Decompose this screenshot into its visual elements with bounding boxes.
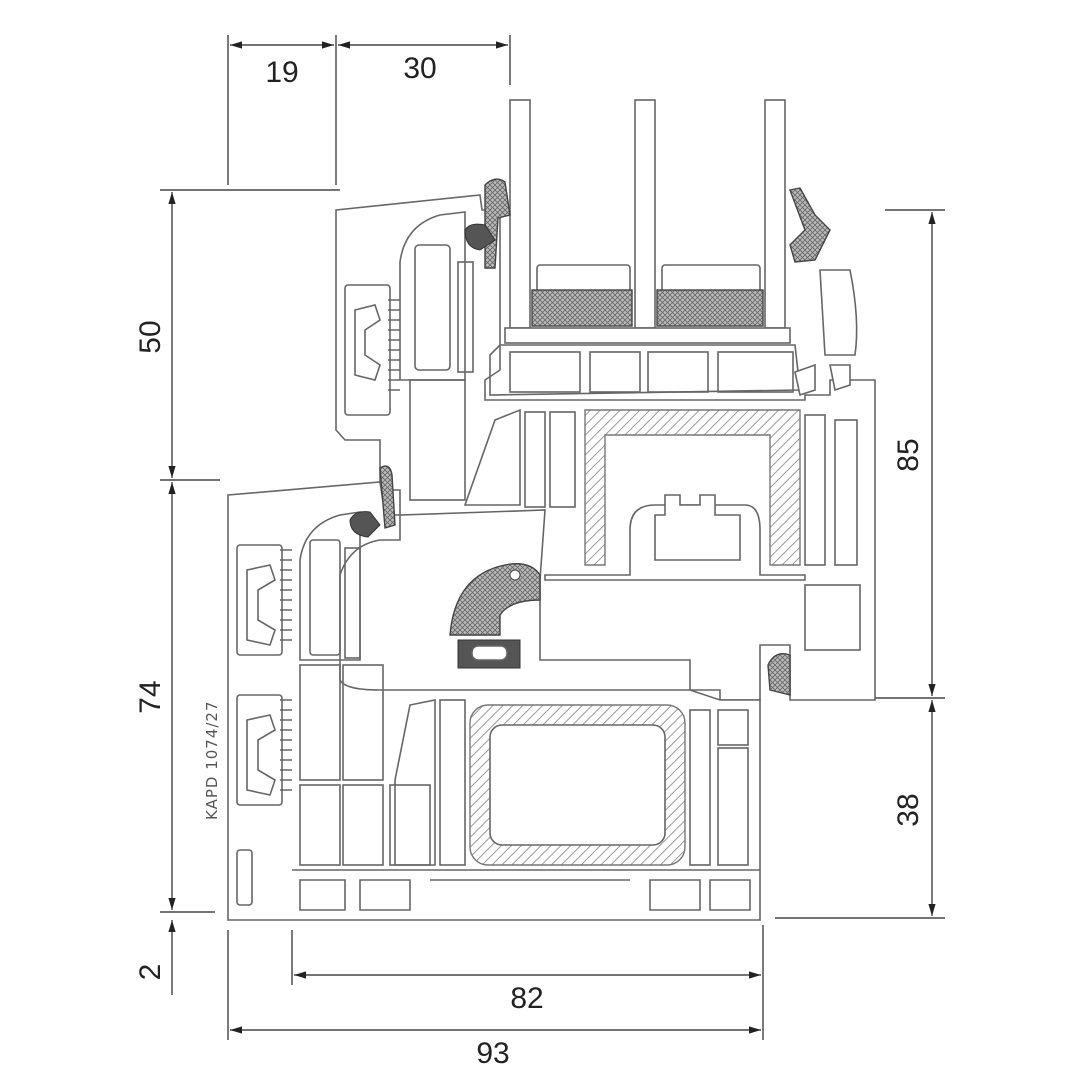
dimension-label-19: 19	[265, 56, 298, 89]
gaskets	[349, 178, 851, 696]
dimension-label-38: 38	[892, 793, 925, 826]
dimension-label-2: 2	[134, 964, 167, 981]
profile-stamp-text: KAPD 1074/27	[203, 700, 221, 820]
dimension-label-50: 50	[134, 320, 167, 353]
sash-profile	[335, 194, 876, 701]
dimension-label-30: 30	[403, 52, 436, 85]
dimension-lines	[160, 35, 945, 1040]
dimension-label-93: 93	[476, 1037, 509, 1070]
dimension-label-74: 74	[134, 680, 167, 713]
frame-fin-stubs	[280, 299, 400, 791]
dimension-label-82: 82	[510, 982, 543, 1015]
dimension-label-85: 85	[892, 438, 925, 471]
triple-glazing	[504, 99, 791, 344]
frame-profile	[227, 299, 761, 921]
